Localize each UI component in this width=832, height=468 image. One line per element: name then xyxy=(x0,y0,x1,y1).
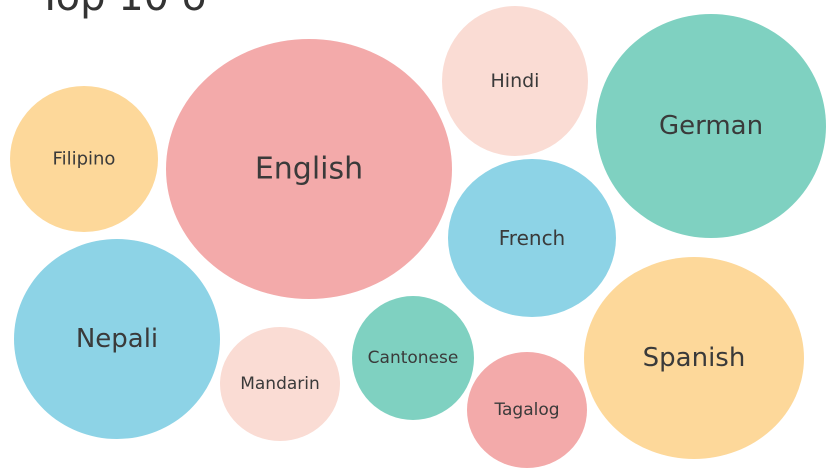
bubble-label-spanish: Spanish xyxy=(643,343,746,373)
bubble-circle-english xyxy=(166,39,452,299)
bubble-french: French xyxy=(448,159,616,317)
bubble-hindi: Hindi xyxy=(442,6,588,156)
bubble-english: English xyxy=(166,39,452,299)
bubble-mandarin: Mandarin xyxy=(220,327,340,441)
bubble-circle-nepali xyxy=(14,239,220,439)
bubble-label-tagalog: Tagalog xyxy=(493,400,559,420)
bubble-label-german: German xyxy=(659,111,763,141)
bubble-circle-german xyxy=(596,14,826,238)
page-title: Top 10 o xyxy=(38,0,206,20)
bubble-label-filipino: Filipino xyxy=(53,149,116,170)
bubble-circle-tagalog xyxy=(467,352,587,468)
bubble-filipino: Filipino xyxy=(10,86,158,232)
bubble-label-english: English xyxy=(255,152,363,187)
bubble-circle-mandarin xyxy=(220,327,340,441)
bubble-german: German xyxy=(596,14,826,238)
bubble-label-cantonese: Cantonese xyxy=(368,348,459,368)
bubble-label-hindi: Hindi xyxy=(491,70,540,92)
bubble-circle-hindi xyxy=(442,6,588,156)
bubble-circle-spanish xyxy=(584,257,804,459)
bubble-cantonese: Cantonese xyxy=(352,296,474,420)
bubble-spanish: Spanish xyxy=(584,257,804,459)
bubble-circle-french xyxy=(448,159,616,317)
bubble-nepali: Nepali xyxy=(14,239,220,439)
bubble-label-mandarin: Mandarin xyxy=(240,374,320,394)
bubble-label-french: French xyxy=(499,226,565,250)
bubble-label-nepali: Nepali xyxy=(76,324,158,354)
bubble-circle-filipino xyxy=(10,86,158,232)
bubble-tagalog: Tagalog xyxy=(467,352,587,468)
bubble-circle-cantonese xyxy=(352,296,474,420)
